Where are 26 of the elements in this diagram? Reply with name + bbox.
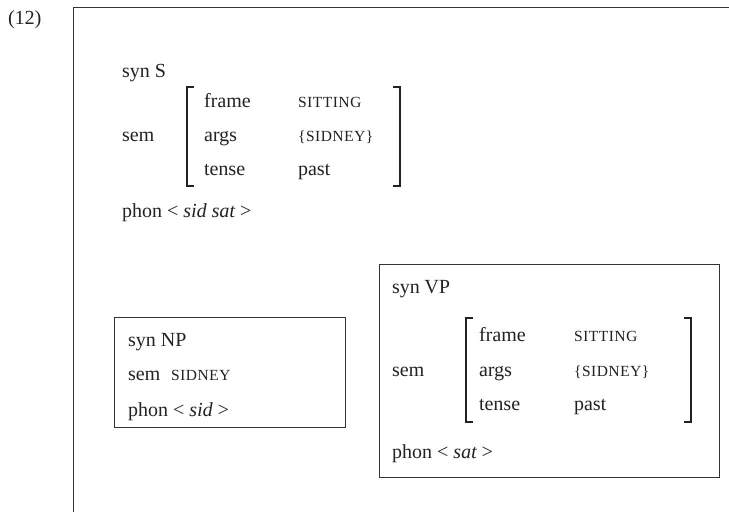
feature-name: args — [479, 358, 512, 382]
phonology-label: phon < sid > — [128, 398, 229, 422]
syntax-label: syn VP — [392, 275, 450, 299]
syntax-label: syn NP — [128, 328, 186, 352]
sign-box — [114, 317, 346, 428]
feature-value: SITTING — [298, 93, 362, 113]
sign-box — [73, 7, 729, 512]
semantics-label: sem — [392, 358, 424, 382]
feature-value: {SIDNEY} — [574, 362, 650, 382]
semantics-label: sem — [128, 362, 160, 386]
feature-name: frame — [204, 89, 251, 113]
example-number: (12) — [8, 6, 42, 30]
semantics-label: sem — [122, 123, 154, 147]
feature-value: {SIDNEY} — [298, 127, 374, 147]
feature-name: frame — [479, 323, 526, 347]
phonology-label: phon < sat > — [392, 440, 493, 464]
feature-value: past — [574, 392, 606, 416]
feature-name: tense — [479, 392, 520, 416]
feature-name: tense — [204, 157, 246, 181]
semantics-value: SIDNEY — [171, 366, 231, 386]
feature-name: args — [204, 123, 237, 147]
feature-value: past — [298, 157, 330, 181]
sign-box — [379, 264, 720, 478]
phonology-label: phon < sid sat > — [122, 199, 252, 223]
feature-value: SITTING — [574, 327, 638, 347]
syntax-label: syn S — [122, 59, 166, 83]
